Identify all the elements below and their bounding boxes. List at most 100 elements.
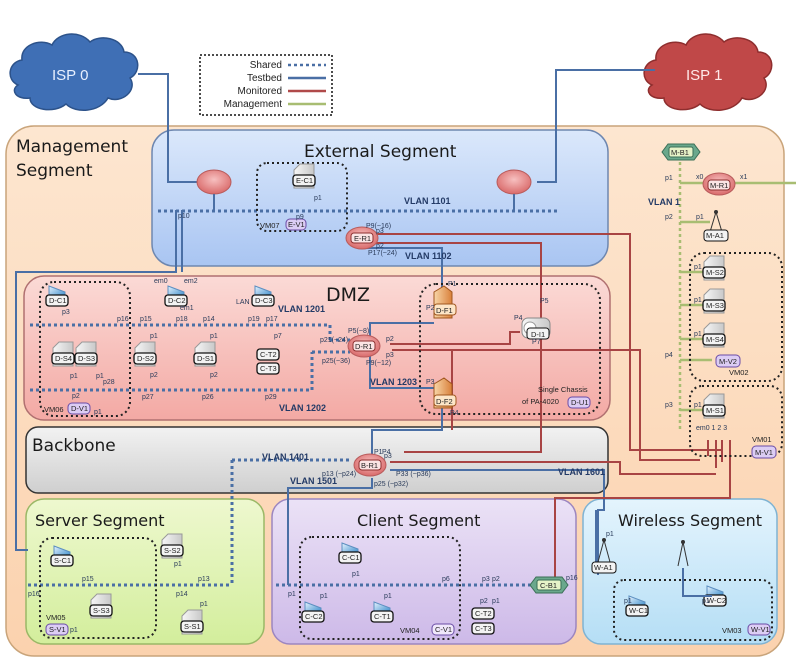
port-label-er1-p3: p3 xyxy=(376,228,384,235)
management-segment-title-2: Segment xyxy=(16,161,93,181)
df1-firewall[interactable]: D-F1 xyxy=(433,285,457,319)
dv1-label: D-V1 xyxy=(71,404,88,413)
mr1-router[interactable]: M-R1 xyxy=(702,172,736,196)
ds4-device[interactable]: D-S4 xyxy=(51,341,75,367)
br1-label: B-R1 xyxy=(361,461,378,470)
port-label-ms1-p1: p1 xyxy=(694,402,702,409)
port-label-ma1-p1: p1 xyxy=(696,214,704,221)
legend: Shared Testbed Monitored Management xyxy=(199,54,333,116)
port-label-wc1-p1: p1 xyxy=(624,598,632,605)
cc2-label: C-C2 xyxy=(305,612,323,621)
mv1-tag[interactable]: M-V1 xyxy=(751,445,777,459)
dc1-device[interactable]: D-C1 xyxy=(45,285,69,307)
cv1-tag[interactable]: C-V1 xyxy=(431,623,455,636)
ss1-device[interactable]: S-S1 xyxy=(180,609,204,635)
cb1-bridge[interactable]: C-B1 xyxy=(529,576,569,594)
ms1-device[interactable]: M-S1 xyxy=(702,393,726,419)
vm04-label: VM04 xyxy=(400,626,420,635)
sc1-device[interactable]: S-C1 xyxy=(50,545,74,567)
port-label-wc2-p1: p1 xyxy=(702,598,710,605)
vm-boxes xyxy=(39,162,783,641)
ct1-device[interactable]: C-T1 xyxy=(370,601,394,623)
port-label-ss2-p1: p1 xyxy=(174,561,182,568)
ms2-device[interactable]: M-S2 xyxy=(702,255,726,281)
port-label-srv-p14: p14 xyxy=(176,591,188,598)
vlan-1601-label: VLAN 1601 xyxy=(558,467,605,477)
port-label-cb1-p16: p16 xyxy=(566,575,578,582)
sv1-label: S-V1 xyxy=(49,625,66,634)
ds1-device[interactable]: D-S1 xyxy=(193,341,217,367)
wireless-segment-title: Wireless Segment xyxy=(618,511,762,530)
sv1-tag[interactable]: S-V1 xyxy=(45,623,69,636)
dc3-device[interactable]: D-C3 xyxy=(251,285,275,307)
port-label-p15: p15 xyxy=(140,316,152,323)
vm02-box xyxy=(689,252,783,382)
ds2-label: D-S2 xyxy=(137,354,154,363)
port-label-ct-p2: p2 xyxy=(480,598,488,605)
du1-tag[interactable]: D-U1 xyxy=(567,396,591,409)
dv1-tag[interactable]: D-V1 xyxy=(67,402,91,415)
ds2-device[interactable]: D-S2 xyxy=(133,341,157,367)
external-router-right-icon xyxy=(496,169,532,211)
vm01-box xyxy=(689,385,783,457)
port-label-srv-p16: p16 xyxy=(28,591,40,598)
ma1-label: M-A1 xyxy=(706,231,724,240)
legend-monitored-label: Monitored xyxy=(238,86,282,97)
df2-label: D-F2 xyxy=(436,397,453,406)
ms4-device[interactable]: M-S4 xyxy=(702,322,726,348)
di1-ids[interactable]: D-I1 xyxy=(521,317,551,340)
port-label-p14: p14 xyxy=(203,316,215,323)
wc1-device[interactable]: W-C1 xyxy=(625,595,649,617)
backbone-segment-title: Backbone xyxy=(32,436,116,456)
vm05-box xyxy=(39,537,157,639)
port-label-p27: p27 xyxy=(142,394,154,401)
ct2b-device[interactable]: C-T2 xyxy=(471,607,495,620)
mb1-bridge[interactable]: M-B1 xyxy=(661,143,701,161)
ss2-device[interactable]: S-S2 xyxy=(160,533,184,559)
wc1-label: W-C1 xyxy=(629,606,648,615)
cc1-device[interactable]: C-C1 xyxy=(338,542,362,564)
ec1-device[interactable]: E-C1 xyxy=(292,163,316,189)
port-label-cc2-p1: p1 xyxy=(320,593,328,600)
wireless-antenna-icon xyxy=(677,540,712,597)
cc2-device[interactable]: C-C2 xyxy=(301,601,325,623)
ds1-label: D-S1 xyxy=(197,354,214,363)
ms4-label: M-S4 xyxy=(706,335,724,344)
management-segment-title-1: Management xyxy=(16,137,128,157)
ev1-tag[interactable]: E-V1 xyxy=(285,218,307,231)
vm05-label: VM05 xyxy=(46,613,66,622)
dc2-label: D-C2 xyxy=(168,296,186,305)
wv1-tag[interactable]: W-V1 xyxy=(747,623,771,636)
ct2-device[interactable]: C-T2 xyxy=(256,348,280,361)
port-label-p18: p18 xyxy=(176,316,188,323)
ct3-device[interactable]: C-T3 xyxy=(256,362,280,375)
wa1-access-point[interactable]: W-A1 xyxy=(591,538,617,574)
ds4-label: D-S4 xyxy=(55,354,72,363)
dr1-router[interactable]: D-R1 xyxy=(347,334,381,358)
wc2-label: W-C2 xyxy=(707,596,726,605)
ms1-label: M-S1 xyxy=(706,406,724,415)
ss3-device[interactable]: S-S3 xyxy=(89,593,113,619)
vlan-1-label: VLAN 1 xyxy=(648,197,680,207)
ms2-label: M-S2 xyxy=(706,268,724,277)
port-label-dr1-p5: P5(~8) xyxy=(348,328,369,335)
mv2-tag[interactable]: M-V2 xyxy=(715,354,741,368)
ds3-device[interactable]: D-S3 xyxy=(74,341,98,367)
er1-router[interactable]: E-R1 xyxy=(345,226,379,250)
port-label-ds3-p1: p1 xyxy=(96,373,104,380)
port-label-srv-p13: p13 xyxy=(198,576,210,583)
ms3-device[interactable]: M-S3 xyxy=(702,288,726,314)
dc1-label: D-C1 xyxy=(49,296,67,305)
legend-management-label: Management xyxy=(224,99,283,110)
port-label-mgmt-p2: p2 xyxy=(665,214,673,221)
dc2-device[interactable]: D-C2 xyxy=(164,285,188,307)
isp1-cloud: ISP 1 xyxy=(643,33,773,111)
port-label-dr1-p2: p2 xyxy=(386,336,394,343)
br1-router[interactable]: B-R1 xyxy=(353,453,387,477)
df2-firewall[interactable]: D-F2 xyxy=(433,377,457,409)
wc2-device[interactable]: W-C2 xyxy=(703,585,727,607)
ma1-access-point[interactable]: M-A1 xyxy=(703,210,729,242)
vlan-1501-label: VLAN 1501 xyxy=(290,476,337,486)
ct3b-device[interactable]: C-T3 xyxy=(471,622,495,635)
